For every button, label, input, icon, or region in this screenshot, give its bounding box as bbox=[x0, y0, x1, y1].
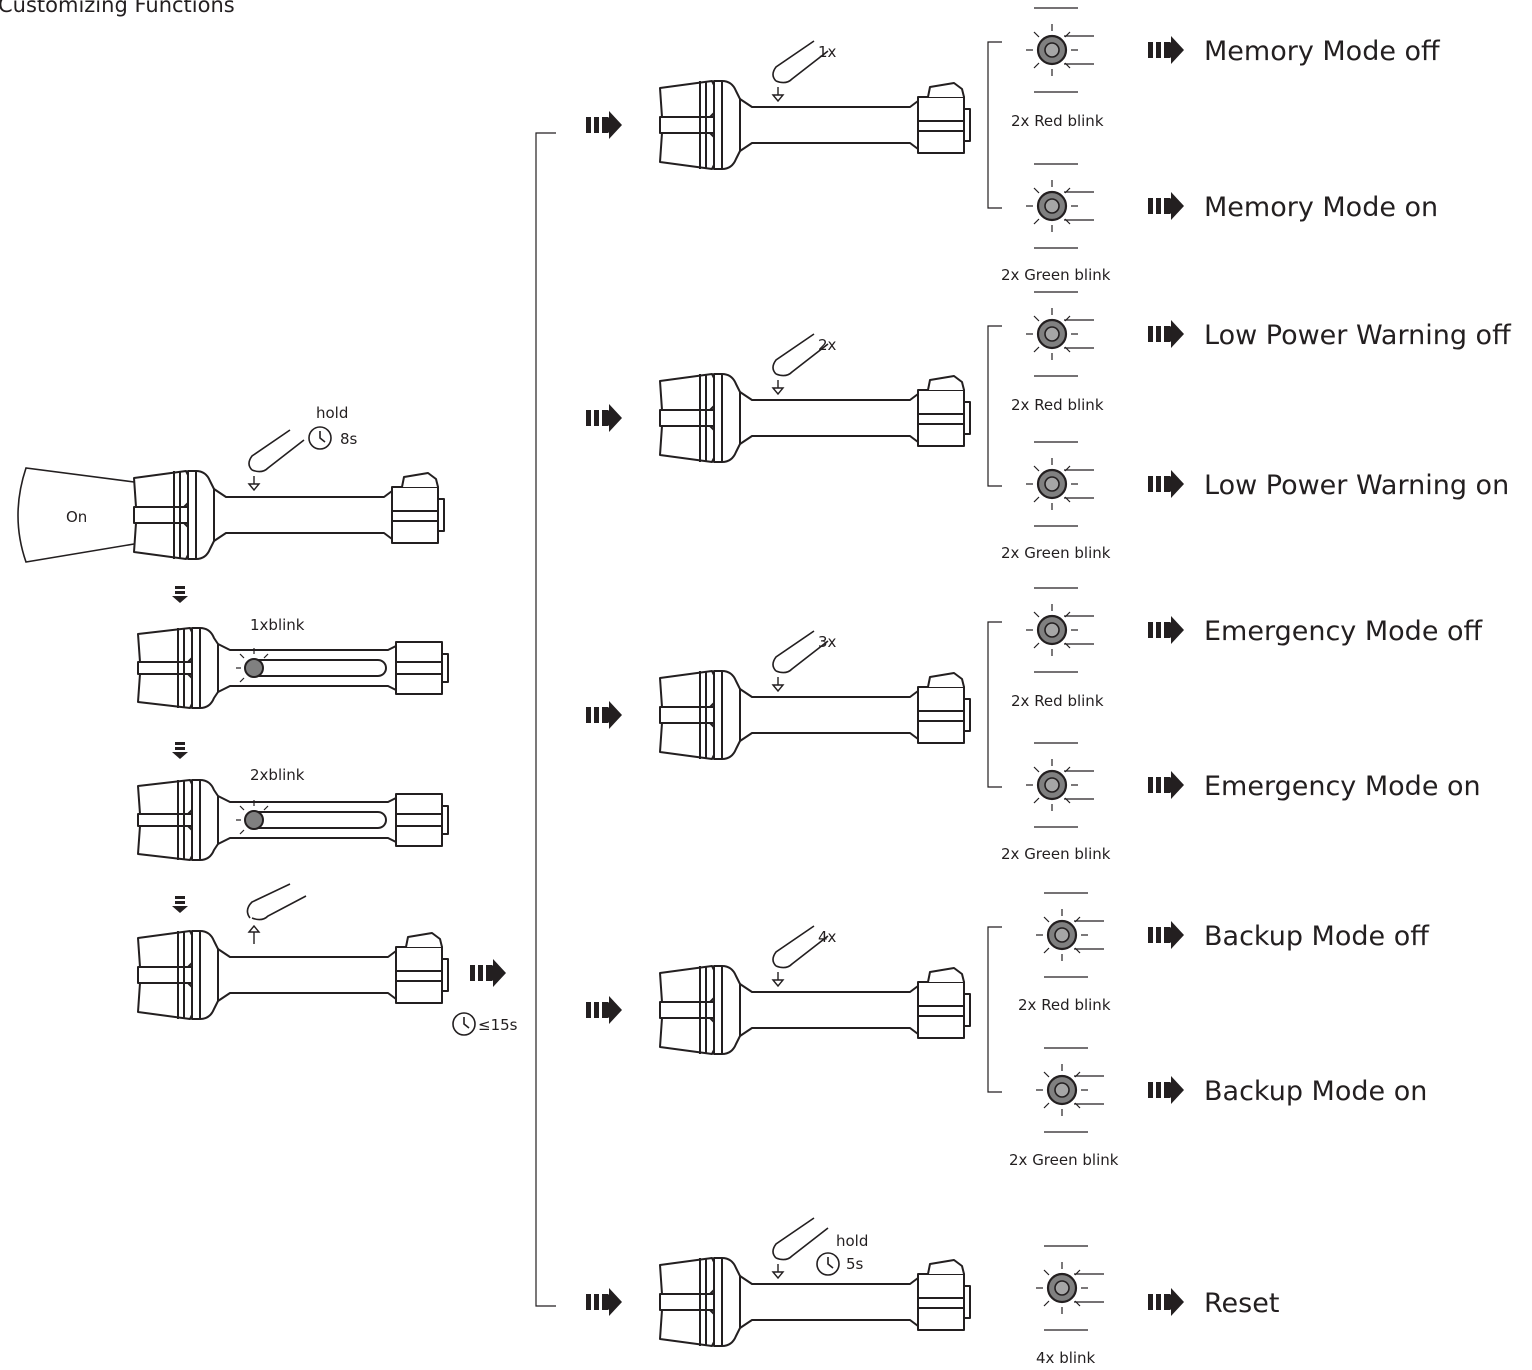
branch-bracket bbox=[535, 132, 556, 1307]
reset-blink-label: 4x blink bbox=[1036, 1349, 1096, 1367]
triple-right-arrow-icon bbox=[470, 959, 506, 987]
light-beam bbox=[17, 467, 135, 563]
hold-time: 8s bbox=[340, 430, 358, 448]
flashlight-icon bbox=[133, 470, 445, 560]
option-bracket bbox=[987, 325, 1002, 487]
off-mode-label: Memory Mode off bbox=[1204, 36, 1441, 67]
off-blink-label: 2x Red blink bbox=[1011, 692, 1104, 710]
on-mode-label: Backup Mode on bbox=[1204, 1076, 1427, 1107]
flashlight-icon bbox=[137, 930, 449, 1020]
branches: 1x 2x Red blink Memory Mode off 2x Green bl… bbox=[586, 6, 1512, 1169]
triple-right-arrow-icon bbox=[1148, 1076, 1184, 1104]
start-sequence: On hold 8s 1xblink 2xblink ≤15s bbox=[17, 404, 518, 1036]
triple-right-arrow-icon bbox=[586, 996, 622, 1024]
triple-right-arrow-icon bbox=[586, 1288, 622, 1316]
flashlight-led-icon bbox=[137, 627, 449, 709]
option-bracket bbox=[987, 926, 1002, 1093]
on-blink-label: 2x Green blink bbox=[1001, 845, 1111, 863]
on-blink-label: 2x Green blink bbox=[1009, 1151, 1119, 1169]
option-bracket bbox=[987, 41, 1002, 209]
off-blink-label: 2x Red blink bbox=[1011, 396, 1104, 414]
on-label: On bbox=[66, 508, 87, 526]
triple-down-arrow-icon bbox=[172, 742, 188, 759]
flashlight-icon bbox=[659, 965, 971, 1055]
press-count: 3x bbox=[818, 633, 837, 651]
finger-press-icon bbox=[248, 429, 305, 491]
triple-down-arrow-icon bbox=[172, 896, 188, 913]
triple-right-arrow-icon bbox=[1148, 921, 1184, 949]
off-mode-label: Backup Mode off bbox=[1204, 921, 1430, 952]
led-indicator-icon bbox=[1024, 741, 1096, 829]
hold-label: hold bbox=[316, 404, 348, 422]
timeout-label: ≤15s bbox=[478, 1016, 518, 1034]
flashlight-icon bbox=[659, 1257, 971, 1347]
reset-hold-label: hold bbox=[836, 1232, 868, 1250]
clock-icon bbox=[308, 426, 332, 450]
press-count: 1x bbox=[818, 43, 837, 61]
triple-right-arrow-icon bbox=[1148, 470, 1184, 498]
on-blink-label: 2x Green blink bbox=[1001, 266, 1111, 284]
triple-right-arrow-icon bbox=[1148, 771, 1184, 799]
triple-right-arrow-icon bbox=[1148, 320, 1184, 348]
option-bracket bbox=[987, 621, 1002, 788]
blink1-label: 1xblink bbox=[250, 616, 305, 634]
clock-icon bbox=[452, 1012, 476, 1036]
on-mode-label: Memory Mode on bbox=[1204, 192, 1438, 223]
led-indicator-icon bbox=[1034, 891, 1106, 979]
led-indicator-icon bbox=[1024, 162, 1096, 250]
led-indicator-icon bbox=[1024, 6, 1096, 94]
flashlight-icon bbox=[659, 373, 971, 463]
on-mode-label: Low Power Warning on bbox=[1204, 470, 1509, 501]
triple-right-arrow-icon bbox=[586, 404, 622, 432]
finger-release-icon bbox=[246, 883, 307, 921]
led-indicator-icon bbox=[1034, 1244, 1106, 1332]
page-title: Customizing Functions bbox=[0, 0, 235, 17]
branch-4: 4x 2x Red blink Backup Mode off 2x Green bl… bbox=[586, 891, 1430, 1169]
triple-right-arrow-icon bbox=[586, 701, 622, 729]
clock-icon bbox=[816, 1252, 840, 1276]
flashlight-icon bbox=[659, 670, 971, 760]
led-indicator-icon bbox=[1024, 290, 1096, 378]
triple-right-arrow-icon bbox=[1148, 36, 1184, 64]
off-blink-label: 2x Red blink bbox=[1018, 996, 1111, 1014]
on-mode-label: Emergency Mode on bbox=[1204, 771, 1481, 802]
blink2-label: 2xblink bbox=[250, 766, 305, 784]
triple-down-arrow-icon bbox=[172, 586, 188, 603]
led-indicator-icon bbox=[1034, 1046, 1106, 1134]
press-count: 4x bbox=[818, 928, 837, 946]
reset-result-label: Reset bbox=[1204, 1288, 1279, 1319]
off-blink-label: 2x Red blink bbox=[1011, 112, 1104, 130]
led-indicator-icon bbox=[1024, 586, 1096, 674]
off-mode-label: Emergency Mode off bbox=[1204, 616, 1484, 647]
press-count: 2x bbox=[818, 336, 837, 354]
flashlight-led-icon bbox=[137, 779, 449, 861]
triple-right-arrow-icon bbox=[1148, 1288, 1184, 1316]
triple-right-arrow-icon bbox=[586, 111, 622, 139]
triple-right-arrow-icon bbox=[1148, 192, 1184, 220]
branch-2: 2x 2x Red blink Low Power Warning off 2x Gr… bbox=[586, 290, 1512, 562]
flashlight-icon bbox=[659, 80, 971, 170]
triple-right-arrow-icon bbox=[1148, 616, 1184, 644]
reset-hold-time: 5s bbox=[846, 1255, 864, 1273]
branch-3: 3x 2x Red blink Emergency Mode off 2x Green… bbox=[586, 586, 1484, 863]
on-blink-label: 2x Green blink bbox=[1001, 544, 1111, 562]
reset-branch: hold 5s 4x blink Reset bbox=[586, 1217, 1279, 1367]
branch-1: 1x 2x Red blink Memory Mode off 2x Green bl… bbox=[586, 6, 1441, 284]
led-indicator-icon bbox=[1024, 440, 1096, 528]
off-mode-label: Low Power Warning off bbox=[1204, 320, 1512, 351]
